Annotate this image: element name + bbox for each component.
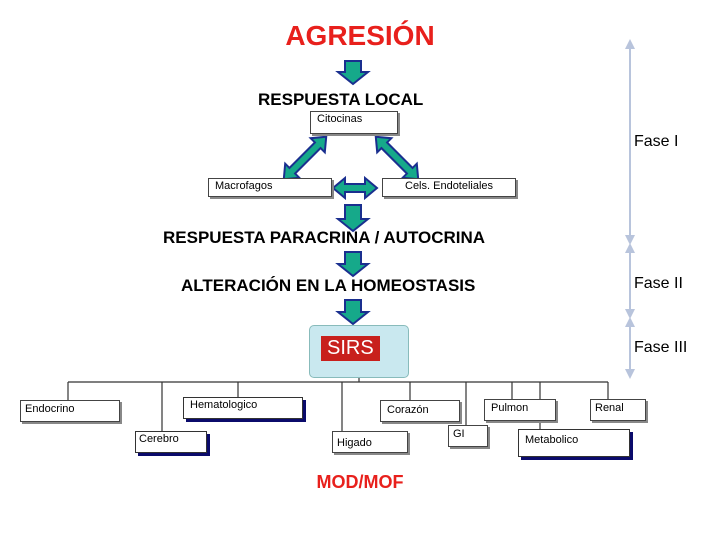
down-arrow-local	[335, 204, 371, 233]
organ-hematologico: Hematologico	[183, 397, 303, 419]
organ-endocrino: Endocrino	[20, 400, 120, 422]
diagonal-arrow-left	[282, 135, 328, 181]
box-cels-endoteliales: Cels. Endoteliales	[382, 178, 516, 197]
horizontal-double-arrow	[331, 175, 379, 201]
box-macrofagos: Macrofagos	[208, 178, 332, 197]
organ-pulmon: Pulmon	[484, 399, 556, 421]
down-arrow-paracrina	[335, 251, 371, 278]
outcome-mod-mof: MOD/MOF	[316, 472, 404, 492]
title-agresion: AGRESIÓN	[285, 20, 435, 51]
box-citocinas: Citocinas	[310, 111, 398, 134]
heading-respuesta-paracrina: RESPUESTA PARACRINA / AUTOCRINA	[163, 228, 486, 247]
organ-corazon: Corazón	[380, 400, 460, 422]
down-arrow-homeostasis	[335, 299, 371, 326]
organ-cerebro: Cerebro	[135, 431, 207, 453]
label-fase-1: Fase I	[634, 133, 679, 150]
heading-respuesta-local: RESPUESTA LOCAL	[258, 90, 424, 109]
organ-renal: Renal	[590, 399, 646, 421]
organ-gi: GI	[448, 425, 488, 447]
organ-metabolico: Metabolico	[518, 429, 630, 457]
label-fase-2: Fase II	[634, 275, 683, 292]
heading-alteracion-homeostasis: ALTERACIÓN EN LA HOMEOSTASIS	[181, 276, 476, 295]
organ-tree	[67, 378, 609, 432]
down-arrow-agresion	[335, 60, 371, 86]
sirs-label: SIRS	[321, 336, 380, 361]
organ-higado: Higado	[332, 431, 408, 453]
label-fase-3: Fase III	[634, 339, 688, 356]
